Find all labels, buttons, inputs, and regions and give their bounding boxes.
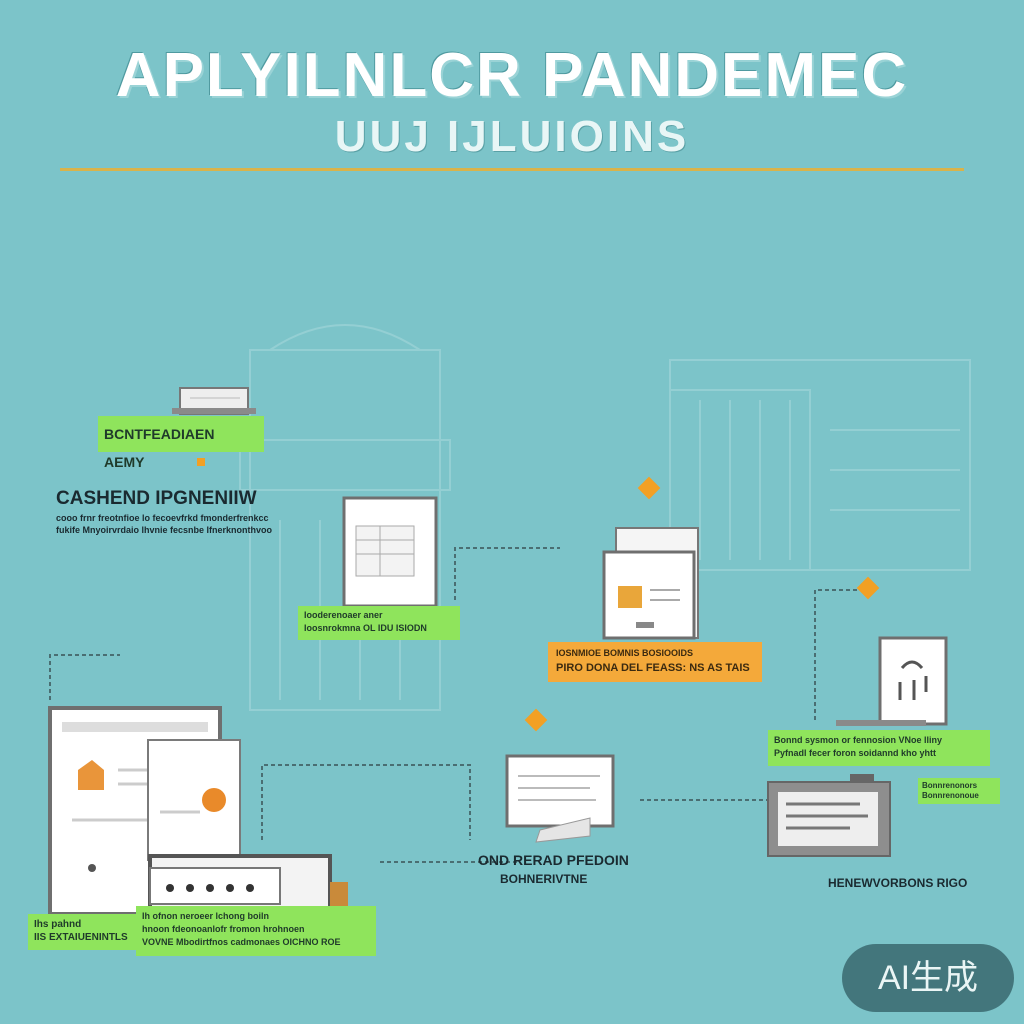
ai-generated-badge: AI生成	[842, 944, 1014, 1012]
label-line: IIS EXTAIUENINTLS	[34, 932, 128, 943]
label-tag-top-left: BCNTFEADIAEN AEMY	[98, 416, 264, 470]
tablet-device-mid-left	[342, 496, 438, 608]
tablet-device-right	[836, 636, 948, 726]
label-line: Bonnd sysmon or fennosion VNoe lliny	[774, 735, 943, 745]
label-line: VOVNE Mbodirtfnos cadmonaes OICHNO ROE	[142, 937, 341, 947]
section-heading-top-left: CASHEND IPGNENIIW	[56, 488, 257, 509]
caption-right: HENEWVORBONS RIGO	[828, 876, 968, 890]
label-tag-bottom-mid: Ih ofnon neroeer lchong boiln hnoon fdeo…	[136, 906, 376, 956]
label-line: Ihs pahnd	[34, 919, 82, 930]
label-line: Bonnrenonoue	[922, 791, 979, 800]
label-line: Iooderenoaer aner	[304, 610, 383, 620]
page-title: APLYILNLCR PANDEMEC	[115, 41, 909, 110]
label-tag-right-small: Bonnrenonors Bonnrenonoue	[918, 778, 1000, 804]
label-line: PIRO DONA DEL FEASS: NS AS TAIS	[556, 662, 750, 674]
printer-device	[172, 387, 256, 415]
diamond-marker	[524, 708, 548, 732]
building-outline-right	[669, 359, 971, 571]
note-line-1: cooo frnr freotnfioe lo fecoevfrkd fmond…	[56, 513, 269, 523]
page-subtitle: UUJ IJLUIOINS	[334, 112, 690, 161]
caption-center-line-2: BOHNERIVTNE	[500, 872, 588, 886]
tablet-device-mid-right	[602, 527, 699, 640]
label-line: Bonnrenonors	[922, 781, 978, 790]
diamond-marker	[637, 476, 661, 500]
caption-center-line-1: OND RERAD PFEDOIN	[478, 852, 629, 868]
diamond-marker	[197, 458, 205, 466]
label-line: Ioosnrokmna OL IDU ISIODN	[304, 623, 427, 633]
label-line: IOSNMIOE BOMNIS BOSIOOIDS	[556, 648, 694, 658]
label-line: Pyfnadl fecer foron soidannd kho yhtt	[774, 748, 937, 758]
connector-lines	[49, 547, 860, 863]
note-line-2: fukife Mnyoirvrdaio lhvnie fecsnbe Ifner…	[56, 525, 273, 535]
header-divider	[60, 168, 964, 171]
label-line: hnoon fdeonoanlofr fromon hrohnoen	[142, 924, 305, 934]
monitor-device-center	[505, 754, 615, 843]
label-tag-right: Bonnd sysmon or fennosion VNoe lliny Pyf…	[768, 730, 990, 766]
diamond-marker	[856, 576, 880, 600]
label-line: Ih ofnon neroeer lchong boiln	[142, 911, 269, 921]
label-tag-mid-left: Iooderenoaer aner Ioosnrokmna OL IDU ISI…	[298, 606, 460, 640]
label-tag-bottom-left: Ihs pahnd IIS EXTAIUENINTLS	[28, 914, 136, 950]
cabinet-device-right	[767, 774, 891, 857]
laptop-device-left	[48, 706, 348, 916]
label-tag-mid-right: IOSNMIOE BOMNIS BOSIOOIDS PIRO DONA DEL …	[548, 642, 762, 682]
